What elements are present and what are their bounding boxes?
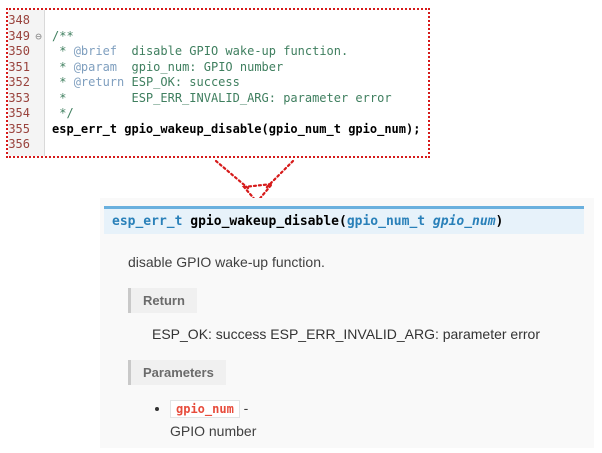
code-line[interactable]: 349 ⊖ /** — [8, 29, 428, 45]
code-segment-tag: @brief — [73, 44, 118, 58]
code-segment-comment: * ESP_ERR_INVALID_ARG: parameter error — [52, 90, 392, 105]
parameter-description: GPIO number — [170, 423, 257, 439]
code-segment-comment: * — [52, 59, 74, 74]
return-section-header: Return — [128, 288, 197, 313]
fold-spacer — [32, 91, 45, 107]
code-segment-comment: disable GPIO wake-up function. — [117, 44, 349, 58]
parameter-name-literal: gpio_num — [170, 400, 240, 418]
code-text[interactable]: * @return ESP_OK: success — [45, 75, 240, 91]
fold-spacer — [32, 137, 45, 153]
code-text[interactable]: /** — [45, 29, 74, 45]
code-segment-comment: /** — [52, 28, 74, 43]
code-segment-comment: gpio_num: GPIO number — [117, 59, 284, 74]
code-segment-comment: ESP_OK: success — [124, 75, 240, 89]
signature-return-type: esp_err_t — [112, 214, 191, 229]
return-value-text: ESP_OK: success ESP_ERR_INVALID_ARG: par… — [152, 326, 540, 342]
line-number: 348 — [8, 13, 30, 27]
code-text[interactable] — [45, 137, 52, 153]
line-number: 350 — [8, 44, 30, 58]
parameters-section-header: Parameters — [128, 360, 226, 385]
code-line[interactable]: 354 */ — [8, 106, 428, 122]
signature-function-name: gpio_wakeup_disable — [190, 214, 339, 229]
line-number: 351 — [8, 59, 30, 74]
code-line[interactable]: 351 * @param gpio_num: GPIO number — [8, 60, 428, 76]
fold-spacer — [32, 106, 45, 122]
fold-spacer — [32, 75, 45, 91]
code-line[interactable]: 352 * @return ESP_OK: success — [8, 75, 428, 91]
line-number: 355 — [8, 121, 30, 136]
signature-paren-open: ( — [339, 214, 347, 229]
signature-param-name: gpio_num — [432, 214, 496, 229]
fold-collapse-icon[interactable]: ⊖ — [35, 29, 42, 43]
parameter-item: gpio_num - GPIO number — [170, 400, 594, 439]
code-segment-comment: * — [52, 44, 74, 58]
line-number: 356 — [8, 137, 30, 151]
fold-spacer — [32, 13, 45, 29]
arrow-down-icon — [190, 156, 310, 204]
doc-panel: esp_err_t gpio_wakeup_disable(gpio_num_t… — [100, 198, 594, 448]
line-number-gutter — [8, 10, 45, 156]
code-line[interactable]: 353 * ESP_ERR_INVALID_ARG: parameter err… — [8, 91, 428, 107]
code-text[interactable]: esp_err_t gpio_wakeup_disable(gpio_num_t… — [45, 122, 420, 138]
parameter-separator: - — [239, 400, 249, 416]
fold-spacer — [32, 44, 45, 60]
code-text[interactable]: * @param gpio_num: GPIO number — [45, 60, 283, 76]
line-number: 353 — [8, 90, 30, 105]
code-segment-code: esp_err_t gpio_wakeup_disable(gpio_num_t… — [52, 121, 421, 136]
code-line[interactable]: 350 * @brief disable GPIO wake-up functi… — [8, 44, 428, 60]
line-number: 349 — [8, 28, 30, 43]
fold-spacer — [32, 60, 45, 76]
code-segment-comment: */ — [52, 106, 74, 120]
line-number: 352 — [8, 75, 30, 89]
code-text[interactable] — [45, 13, 52, 29]
code-line[interactable]: 348 — [8, 13, 428, 29]
signature-param-type: gpio_num_t — [346, 214, 433, 229]
code-text[interactable]: */ — [45, 106, 74, 122]
line-number: 354 — [8, 106, 30, 120]
signature-paren-close: ) — [495, 214, 504, 229]
function-signature: esp_err_t gpio_wakeup_disable(gpio_num_t… — [104, 206, 584, 234]
code-line[interactable]: 356 — [8, 137, 428, 153]
fold-spacer — [32, 122, 45, 138]
code-segment-comment: * — [52, 75, 74, 89]
parameters-list: gpio_num - GPIO number — [152, 400, 594, 439]
code-segment-tag: @return — [73, 75, 125, 89]
code-line[interactable]: 355 esp_err_t gpio_wakeup_disable(gpio_nu… — [8, 122, 428, 138]
code-text[interactable]: * @brief disable GPIO wake-up function. — [45, 44, 348, 60]
function-description: disable GPIO wake-up function. — [128, 254, 325, 270]
code-segment-tag: @param — [73, 59, 118, 74]
code-text[interactable]: * ESP_ERR_INVALID_ARG: parameter error — [45, 90, 392, 107]
